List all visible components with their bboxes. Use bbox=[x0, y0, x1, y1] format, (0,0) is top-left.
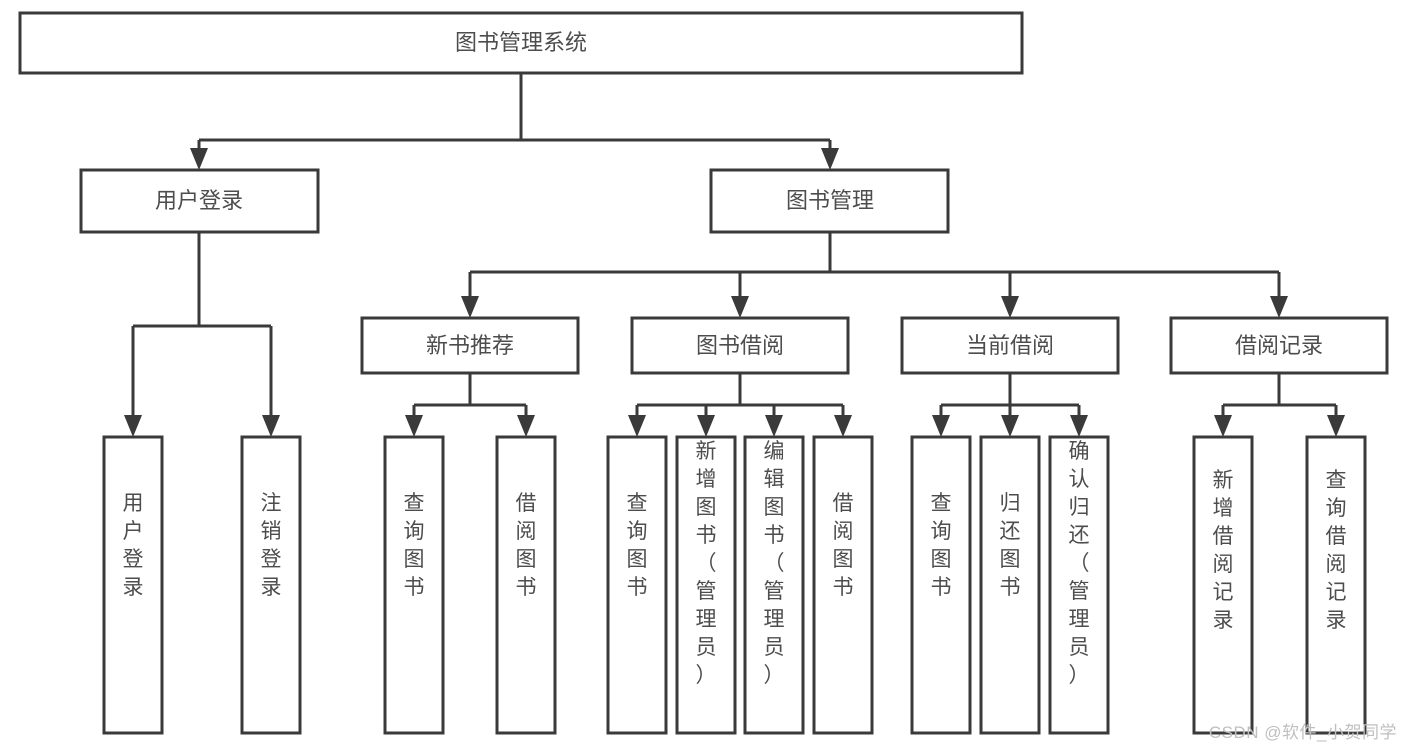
leaf-book-borrow-3[interactable]: 借阅图书 bbox=[812, 435, 874, 735]
arrow-borrow-record-leaf-0 bbox=[1214, 415, 1232, 437]
arrow-current-borrow-leaf-1 bbox=[1001, 415, 1019, 437]
leaf-current-borrow-1[interactable]: 归还图书 bbox=[979, 435, 1041, 735]
leaf-borrow-record-1-box[interactable] bbox=[1305, 435, 1367, 735]
connector-group-book-borrow bbox=[628, 373, 852, 437]
arrow-current-borrow-leaf-2 bbox=[1070, 415, 1088, 437]
arrow-root-to-user-login bbox=[190, 148, 208, 170]
leaf-book-borrow-3-box[interactable] bbox=[812, 435, 874, 735]
leaf-user-login-1-box[interactable] bbox=[240, 435, 302, 735]
leaf-current-borrow-0-label: 查询图书 bbox=[931, 492, 952, 599]
node-book-borrow-label: 图书借阅 bbox=[696, 333, 784, 358]
arrow-new-book-leaf-0 bbox=[405, 415, 423, 437]
arrow-borrow-record-leaf-1 bbox=[1327, 415, 1345, 437]
leaf-book-borrow-2-box[interactable] bbox=[743, 435, 805, 735]
csdn-watermark: CSDN @软件_小贺同学 bbox=[1208, 723, 1397, 742]
node-user-login[interactable]: 用户登录 bbox=[79, 168, 320, 234]
node-borrow-record[interactable]: 借阅记录 bbox=[1169, 316, 1389, 375]
leaf-current-borrow-1-box[interactable] bbox=[979, 435, 1041, 735]
leaf-book-borrow-3-label: 借阅图书 bbox=[833, 492, 854, 599]
leaf-book-borrow-1-label: 新增图书（管理员） bbox=[696, 440, 717, 687]
leaf-user-login-0-label: 用户登录 bbox=[123, 492, 144, 599]
leaf-current-borrow-2[interactable]: 确认归还（管理员） bbox=[1048, 435, 1110, 735]
node-new-book-recommend[interactable]: 新书推荐 bbox=[360, 316, 580, 375]
leaf-new-book-0-box[interactable] bbox=[383, 435, 445, 735]
leaf-new-book-1-box[interactable] bbox=[495, 435, 557, 735]
leaf-book-borrow-0-label: 查询图书 bbox=[627, 492, 648, 599]
connector-group-current-borrow bbox=[932, 373, 1088, 437]
node-current-borrow-label: 当前借阅 bbox=[966, 333, 1054, 358]
leaf-user-login-1[interactable]: 注销登录 bbox=[240, 435, 302, 735]
node-book-management-box[interactable] bbox=[709, 168, 950, 234]
leaf-current-borrow-0[interactable]: 查询图书 bbox=[910, 435, 972, 735]
arrow-new-book-leaf-1 bbox=[517, 415, 535, 437]
arrow-root-to-book-mgmt bbox=[821, 148, 839, 170]
node-current-borrow[interactable]: 当前借阅 bbox=[900, 316, 1120, 375]
arrow-book-borrow-leaf-3 bbox=[834, 415, 852, 437]
leaf-new-book-1[interactable]: 借阅图书 bbox=[495, 435, 557, 735]
leaf-book-borrow-1-box[interactable] bbox=[675, 435, 737, 735]
connector-group-borrow-record bbox=[1214, 373, 1345, 437]
node-user-login-label: 用户登录 bbox=[155, 188, 243, 213]
arrow-current-borrow-leaf-0 bbox=[932, 415, 950, 437]
leaf-borrow-record-0-box[interactable] bbox=[1192, 435, 1254, 735]
leaf-user-login-0-box[interactable] bbox=[102, 435, 164, 735]
leaf-borrow-record-0[interactable]: 新增借阅记录 bbox=[1192, 435, 1254, 735]
node-root-system-box[interactable] bbox=[18, 11, 1024, 75]
leaf-book-borrow-0[interactable]: 查询图书 bbox=[606, 435, 668, 735]
leaf-borrow-record-1-label: 查询借阅记录 bbox=[1326, 469, 1347, 632]
node-root-system[interactable]: 图书管理系统 bbox=[18, 11, 1024, 75]
leaf-new-book-0[interactable]: 查询图书 bbox=[383, 435, 445, 735]
leaf-borrow-record-1[interactable]: 查询借阅记录 bbox=[1305, 435, 1367, 735]
connector-group-user-login bbox=[124, 232, 280, 437]
node-book-management-label: 图书管理 bbox=[786, 188, 874, 213]
arrow-book-borrow-leaf-2 bbox=[765, 415, 783, 437]
arrow-book-borrow-leaf-0 bbox=[628, 415, 646, 437]
leaf-current-borrow-1-label: 归还图书 bbox=[1000, 492, 1021, 599]
node-user-login-box[interactable] bbox=[79, 168, 320, 234]
leaf-borrow-record-0-label: 新增借阅记录 bbox=[1213, 469, 1234, 632]
arrow-book-mgmt-to-current bbox=[1001, 296, 1019, 318]
connector-group-new-book bbox=[405, 373, 535, 437]
node-book-management[interactable]: 图书管理 bbox=[709, 168, 950, 234]
leaf-new-book-0-label: 查询图书 bbox=[404, 492, 425, 599]
arrow-book-borrow-leaf-1 bbox=[697, 415, 715, 437]
leaf-user-login-0[interactable]: 用户登录 bbox=[102, 435, 164, 735]
leaf-book-borrow-0-box[interactable] bbox=[606, 435, 668, 735]
node-book-borrow-box[interactable] bbox=[630, 316, 850, 375]
leaf-current-borrow-2-box[interactable] bbox=[1048, 435, 1110, 735]
node-current-borrow-box[interactable] bbox=[900, 316, 1120, 375]
node-new-book-recommend-label: 新书推荐 bbox=[426, 333, 514, 358]
arrow-user-login-leaf-1 bbox=[262, 415, 280, 437]
leaf-book-borrow-2[interactable]: 编辑图书（管理员） bbox=[743, 435, 805, 735]
leaf-book-borrow-2-label: 编辑图书（管理员） bbox=[764, 440, 785, 687]
connector-group-root bbox=[190, 73, 839, 170]
node-root-system-label: 图书管理系统 bbox=[455, 30, 587, 55]
node-book-borrow[interactable]: 图书借阅 bbox=[630, 316, 850, 375]
node-borrow-record-label: 借阅记录 bbox=[1235, 333, 1323, 358]
leaf-current-borrow-2-label: 确认归还（管理员） bbox=[1069, 440, 1090, 687]
connector-group-book-mgmt bbox=[461, 232, 1288, 318]
arrow-book-mgmt-to-new-book bbox=[461, 296, 479, 318]
leaf-user-login-1-label: 注销登录 bbox=[261, 492, 282, 599]
arrow-user-login-leaf-0 bbox=[124, 415, 142, 437]
node-new-book-recommend-box[interactable] bbox=[360, 316, 580, 375]
leaf-current-borrow-0-box[interactable] bbox=[910, 435, 972, 735]
leaf-book-borrow-1[interactable]: 新增图书（管理员） bbox=[675, 435, 737, 735]
arrow-book-mgmt-to-record bbox=[1270, 296, 1288, 318]
leaf-new-book-1-label: 借阅图书 bbox=[516, 492, 537, 599]
arrow-book-mgmt-to-borrow bbox=[731, 296, 749, 318]
node-borrow-record-box[interactable] bbox=[1169, 316, 1389, 375]
